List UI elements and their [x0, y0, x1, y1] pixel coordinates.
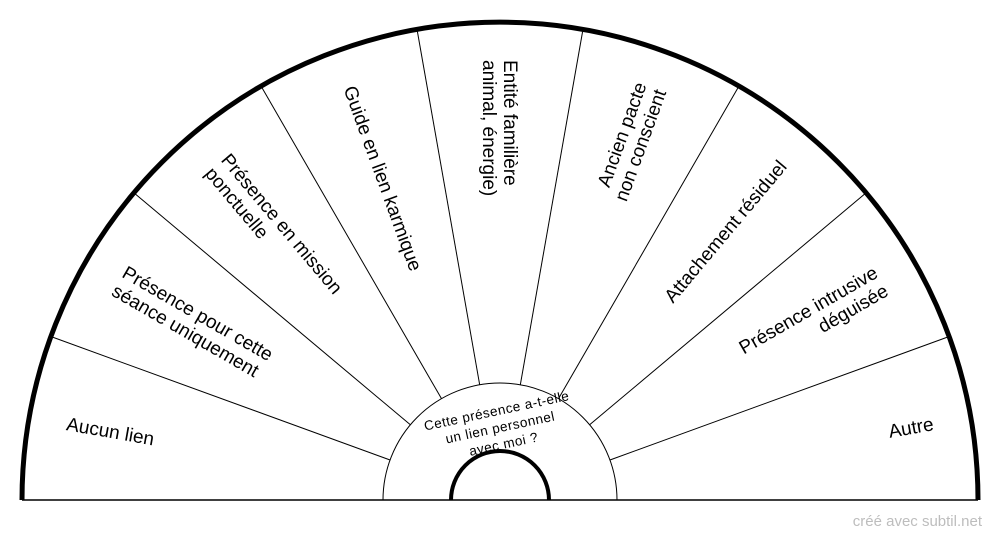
segment-label: Entité familièreanimal, énergie) [478, 60, 520, 196]
segment-divider [260, 85, 442, 399]
svg-text:Cette présence a-t-elleun lien: Cette présence a-t-elleun lien personnel… [423, 388, 578, 467]
segment-label: Autre [887, 414, 935, 443]
svg-text:Guide en lien karmique: Guide en lien karmique [339, 83, 426, 274]
credit-text: créé avec subtil.net [852, 513, 982, 530]
segment-label: Présence en missionponctuelle [200, 150, 346, 312]
segment-label-line: Aucun lien [65, 414, 156, 450]
segment-label-line: Présence en mission [216, 150, 345, 299]
svg-text:Présence en missionponctuelle: Présence en missionponctuelle [200, 150, 346, 312]
segment-divider [558, 85, 740, 399]
segment-divider [416, 29, 481, 385]
center-question-text: Cette présence a-t-elleun lien personnel… [423, 388, 578, 467]
segment-label-line: animal, énergie) [478, 60, 499, 196]
segment-label: Présence pour cetteséance uniquement [108, 263, 276, 384]
hub-arc [449, 449, 551, 501]
svg-text:Ancien pactenon conscient: Ancien pactenon conscient [592, 79, 672, 204]
segment-label-line: Guide en lien karmique [339, 83, 426, 274]
svg-text:Présence intrusivedéguisée: Présence intrusivedéguisée [736, 263, 892, 378]
outer-arc [19, 19, 981, 501]
segment-label: Guide en lien karmique [339, 83, 426, 274]
segment-divider [50, 336, 391, 461]
fan-dividers [50, 29, 950, 461]
segment-divider [589, 192, 867, 426]
segment-label: Aucun lien [65, 414, 156, 450]
segment-label-line: Attachement résiduel [661, 157, 792, 307]
svg-text:Attachement résiduel: Attachement résiduel [661, 157, 792, 307]
segment-label: Présence intrusivedéguisée [736, 263, 892, 378]
center-question: Cette présence a-t-elleun lien personnel… [423, 388, 578, 467]
svg-text:Autre: Autre [887, 414, 935, 443]
segment-divider [519, 29, 584, 385]
segment-label: Attachement résiduel [661, 157, 792, 307]
segment-divider [133, 192, 411, 426]
svg-text:Entité familièreanimal, énergi: Entité familièreanimal, énergie) [478, 60, 520, 196]
segment-label: Ancien pactenon conscient [592, 79, 672, 205]
segment-divider [609, 336, 950, 461]
inner-arc [382, 382, 618, 501]
segment-labels: Aucun lien Présence pour cetteséance uniq… [65, 60, 936, 450]
segment-label-line: Autre [887, 414, 935, 443]
segment-label-line: Entité familière [499, 60, 520, 186]
svg-text:Présence pour cetteséance uniq: Présence pour cetteséance uniquement [108, 263, 276, 384]
svg-text:Aucun lien: Aucun lien [65, 414, 156, 450]
